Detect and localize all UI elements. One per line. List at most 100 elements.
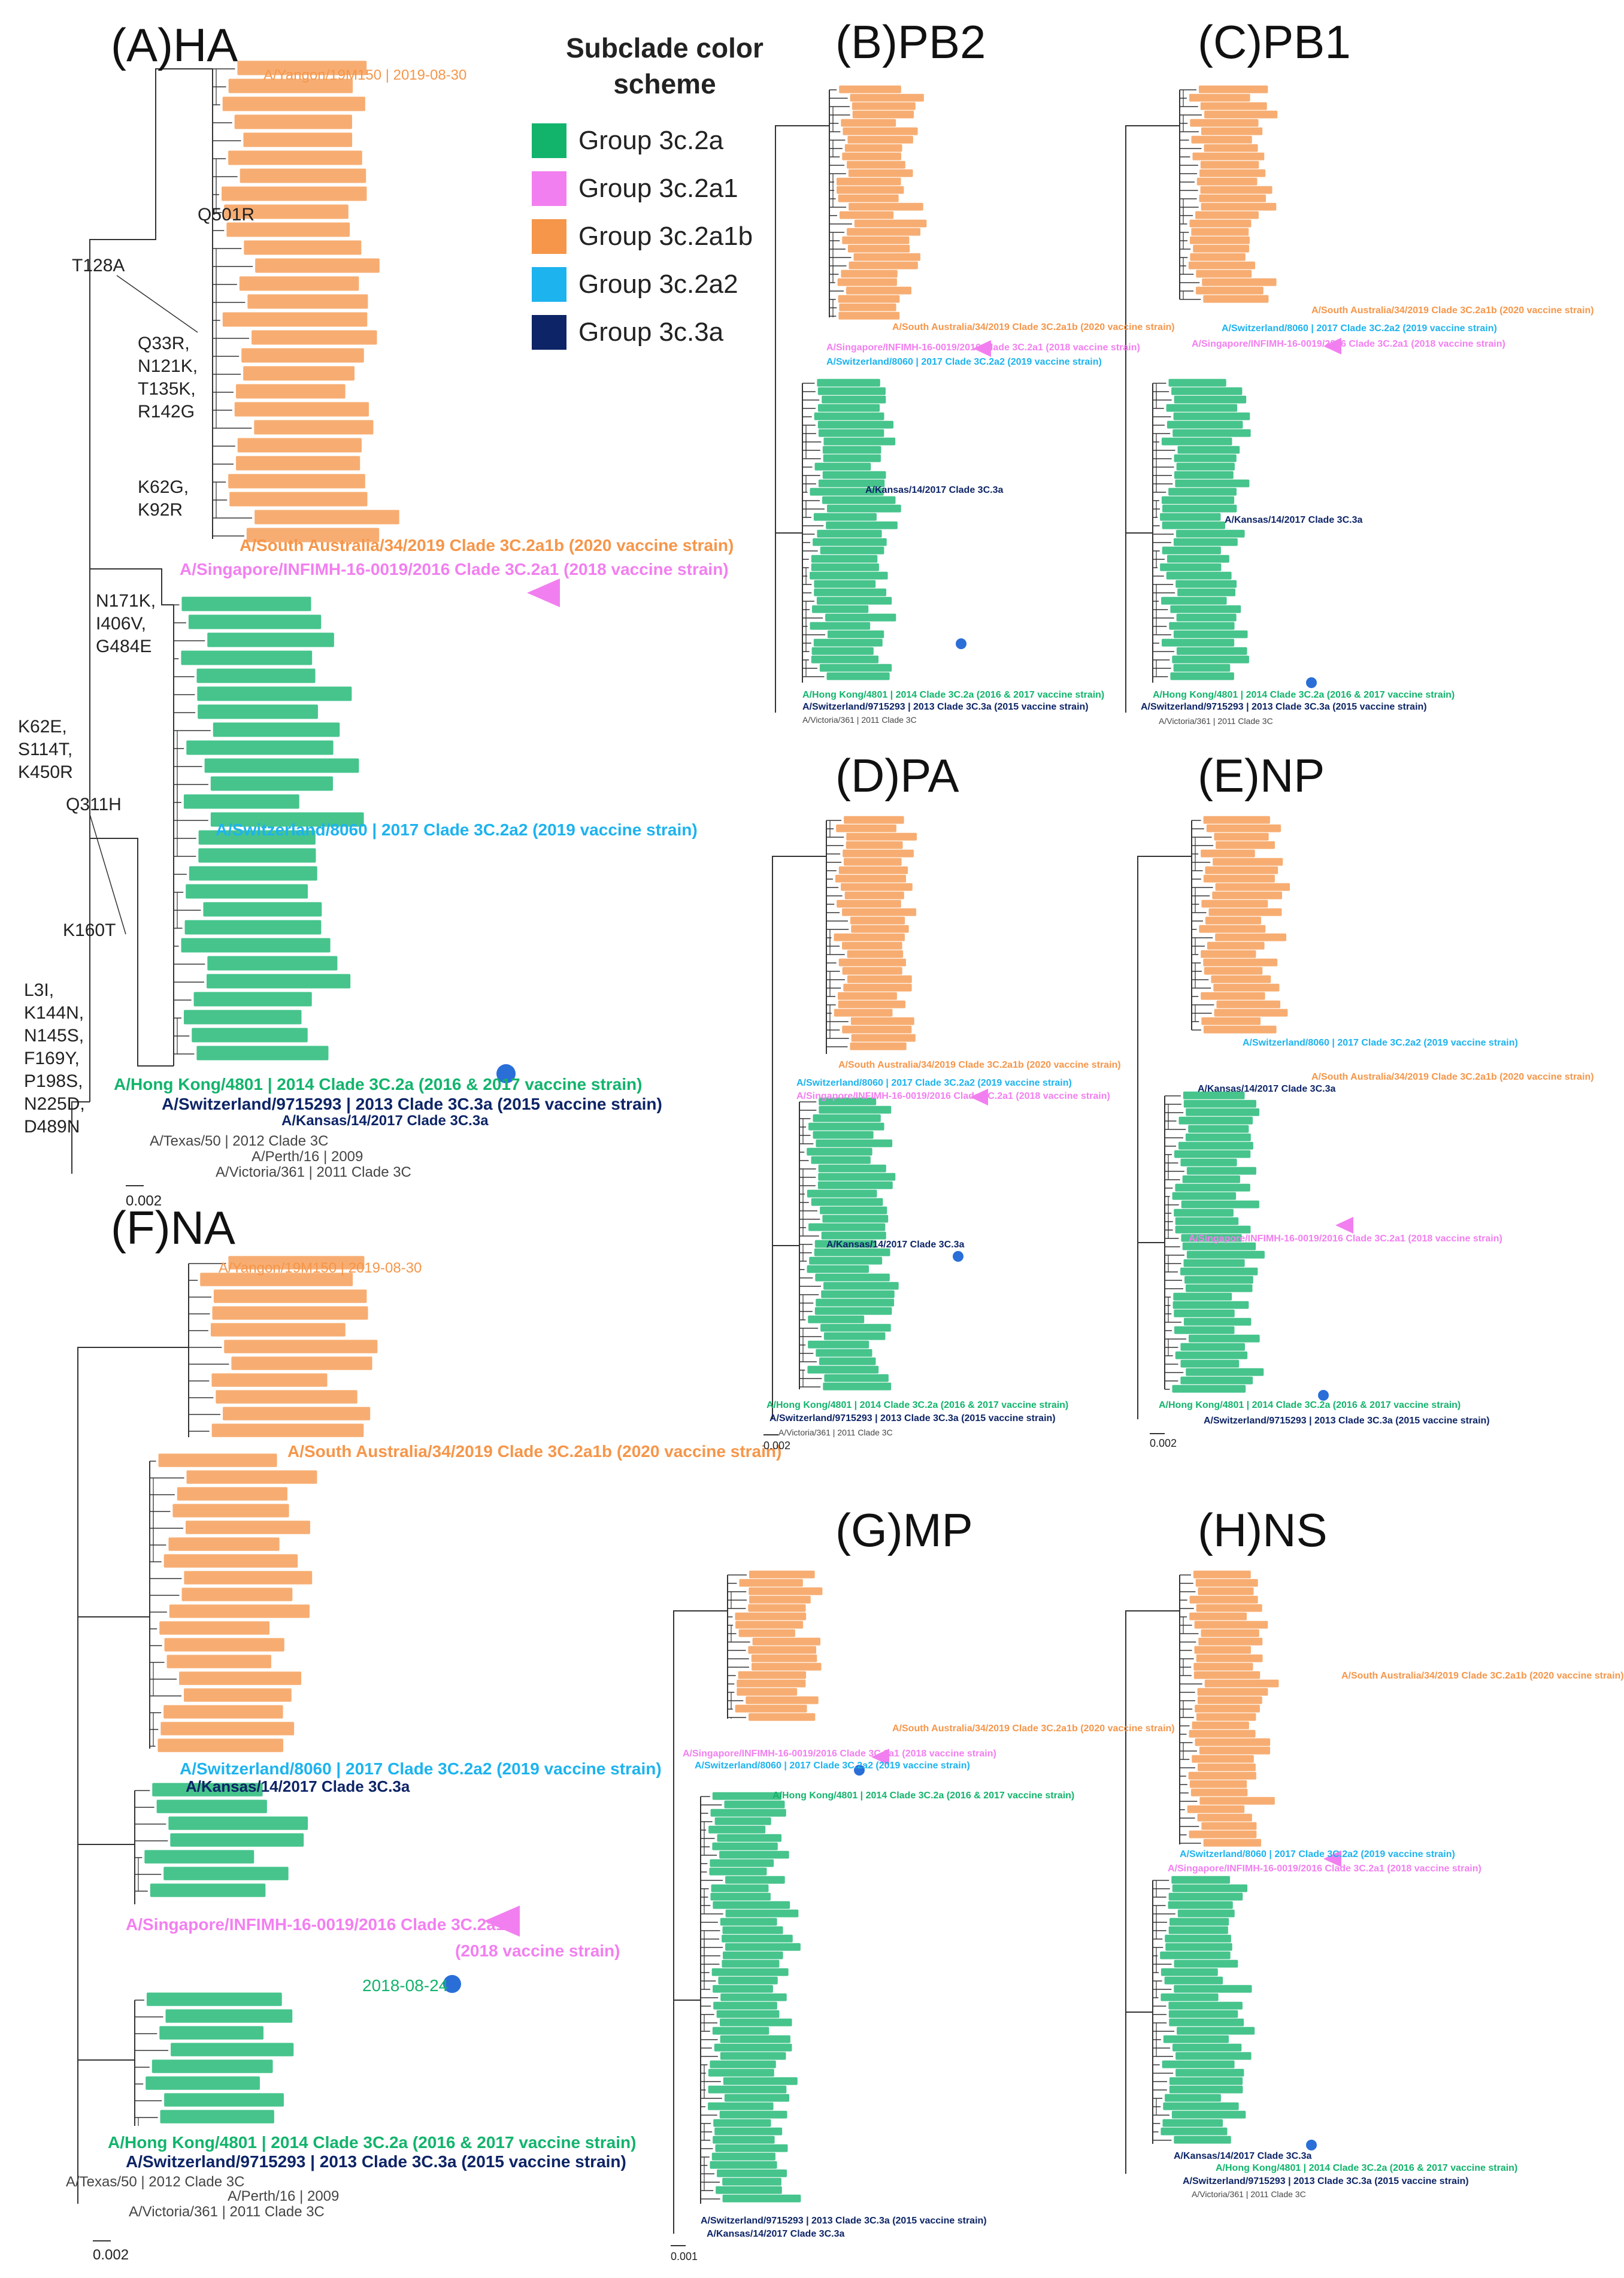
pa-green-tip-label xyxy=(819,1097,877,1105)
ns-green-tip-label xyxy=(1168,1892,1243,1901)
pa-scale-label: 0.002 xyxy=(763,1440,791,1452)
pa-orange-tip-label xyxy=(838,992,897,1000)
legend-swatch xyxy=(532,267,566,302)
ha-green-tip-label xyxy=(196,1046,329,1061)
na-orange-tip-label xyxy=(212,1306,368,1320)
mp-green-tip-label xyxy=(722,1926,783,1934)
pb2-orange-tip-label xyxy=(853,253,920,261)
mp-vaccine-2018-marker xyxy=(871,1749,889,1765)
mp-green-tip-label xyxy=(724,2094,790,2102)
pa-vaccine-2015: A/Switzerland/9715293 | 2013 Clade 3C.3a… xyxy=(769,1413,1056,1423)
ha-backbone-2 xyxy=(90,568,174,605)
pb1-green-tip-label xyxy=(1168,487,1237,496)
ha-green-tip-label xyxy=(196,668,316,683)
legend-swatch xyxy=(532,315,566,350)
pb1-green-tip-label xyxy=(1167,555,1229,563)
ns-orange-tip-label xyxy=(1189,1612,1247,1620)
pb2-orange-tip-label xyxy=(849,261,918,269)
pb2-kansas: A/Kansas/14/2017 Clade 3C.3a xyxy=(865,485,1004,495)
mp-green-tip-label xyxy=(724,1800,785,1809)
np-green-tip-label xyxy=(1175,1225,1251,1234)
pb1-orange-tip-label xyxy=(1202,278,1277,286)
na-orange-tip-label xyxy=(231,1356,372,1370)
pb2-orange-tip-label xyxy=(842,236,910,244)
mp-green-tip-label xyxy=(716,2186,782,2194)
ns-vaccine-2019: A/Switzerland/8060 | 2017 Clade 3C.2a2 (… xyxy=(1180,1849,1455,1859)
legend-label: Group 3c.3a xyxy=(578,317,724,347)
ha-mutation-q501r: Q501R xyxy=(198,205,255,225)
pb1-green-tip-label xyxy=(1171,387,1243,395)
pb2-orange-tip-label xyxy=(837,177,901,186)
np-green-tip-label xyxy=(1172,1192,1237,1200)
ns-orange-tip-label xyxy=(1203,1838,1262,1847)
np-orange-tip-label xyxy=(1205,916,1261,925)
ha-top-tip: A/Yangon/19M150 | 2019-08-30 xyxy=(263,67,467,83)
pa-orange-tip-label xyxy=(846,841,903,849)
np-orange-tip-label xyxy=(1214,832,1269,841)
ns-green-tip-label xyxy=(1169,2077,1243,2085)
np-green-tip-label xyxy=(1180,1359,1240,1368)
ha-green-tip-label xyxy=(183,1010,302,1025)
mp-orange-tip-label xyxy=(752,1662,822,1671)
ha-orange-tip-label xyxy=(254,420,374,435)
mp-green-tip-label xyxy=(711,1884,769,1892)
np-green-tip-label xyxy=(1186,1108,1260,1116)
ns-green-tip-label xyxy=(1164,1976,1223,1985)
mp-orange-tip-label xyxy=(737,1688,798,1696)
mp-green-tip-label xyxy=(718,1976,778,1985)
pb1-orange-tip-label xyxy=(1188,261,1256,269)
na-orange-2-tip-label xyxy=(169,1604,310,1618)
pb2-green-tip-label xyxy=(813,638,883,647)
pb1-green-tip-label xyxy=(1177,446,1240,454)
pb2-orange-tip-label xyxy=(838,311,900,320)
pb1-green-tip-label xyxy=(1176,647,1247,655)
np-orange-tip-label xyxy=(1215,883,1290,891)
pb1-vaccine-2020: A/South Australia/34/2019 Clade 3C.2a1b … xyxy=(1311,305,1594,316)
ns-vaccine-2020: A/South Australia/34/2019 Clade 3C.2a1b … xyxy=(1341,1671,1624,1681)
pa-orange-tip-label xyxy=(851,925,909,933)
pb2-green-tip-label xyxy=(822,395,886,404)
mp-green-tip-label xyxy=(720,2035,790,2043)
pa-orange-tip-label xyxy=(842,967,902,975)
ns-green-tip-label xyxy=(1172,2043,1242,2052)
np-orange-tip-label xyxy=(1204,967,1263,975)
pa-orange-tip-label xyxy=(843,983,912,992)
pb2-green-tip-label xyxy=(812,605,869,613)
ha-orange-tip-label xyxy=(236,384,346,399)
ns-orange-tip-label xyxy=(1188,1771,1256,1780)
pb2-ref-victoria: A/Victoria/361 | 2011 Clade 3C xyxy=(802,715,917,725)
pb1-orange-tip-label xyxy=(1190,119,1259,127)
pb1-green-tip-label xyxy=(1161,437,1232,446)
pb1-green-tip-label xyxy=(1170,605,1241,613)
ns-vaccine-2018: A/Singapore/INFIMH-16-0019/2016 Clade 3C… xyxy=(1168,1864,1481,1874)
mp-dot-marker xyxy=(854,1765,865,1776)
ns-orange-tip-label xyxy=(1192,1721,1249,1729)
mp-green-tip-label xyxy=(715,2144,788,2152)
pa-green-tip-label xyxy=(817,1181,893,1189)
pb2-orange-tip-label xyxy=(837,186,904,194)
na-kansas: A/Kansas/14/2017 Clade 3C.3a xyxy=(186,1777,410,1795)
mp-orange-tip-label xyxy=(739,1579,803,1587)
pa-green-tip-label xyxy=(814,1240,877,1248)
ns-green-tip-label xyxy=(1174,1985,1252,1993)
mp-backbone-1 xyxy=(673,1610,728,2234)
pb2-orange-tip-label xyxy=(848,169,913,177)
pa-orange-tip-label xyxy=(838,958,906,967)
mp-green-tip-label xyxy=(722,1959,780,1968)
ha-orange-tip-label xyxy=(252,330,377,345)
na-backbone-1 xyxy=(77,1347,189,2204)
mp-green-tip-label xyxy=(720,1993,787,2001)
pb2-orange-tip-label xyxy=(840,211,894,219)
ha-orange-tip-label xyxy=(228,474,365,489)
na-orange-2-tip-label xyxy=(163,1705,283,1719)
pa-orange-tip-label xyxy=(841,883,913,891)
np-orange-tip-label xyxy=(1199,925,1266,933)
ha-orange-tip-label xyxy=(247,294,368,309)
pa-green-tip-label xyxy=(814,1307,892,1315)
na-orange-2-tip-label xyxy=(186,1470,317,1484)
mp-orange-tip-label xyxy=(735,1612,807,1620)
ha-orange-tip-label xyxy=(224,204,349,219)
pa-ref-victoria: A/Victoria/361 | 2011 Clade 3C xyxy=(778,1428,893,1437)
na-orange-2-tip-label xyxy=(160,1722,295,1735)
ns-orange-tip-label xyxy=(1189,1729,1256,1738)
